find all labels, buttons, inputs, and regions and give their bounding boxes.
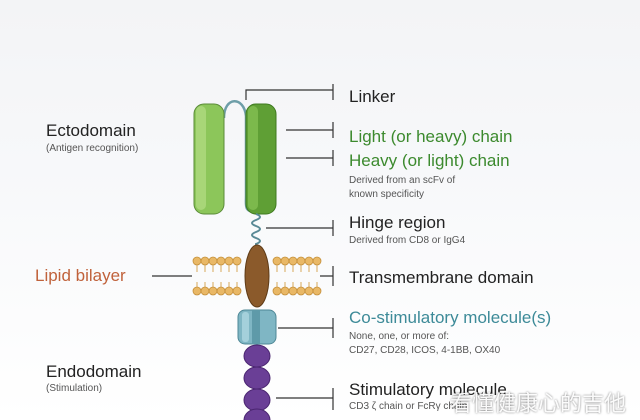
heavy-chain-note-line1: Derived from an scFv of — [349, 175, 456, 186]
endodomain-subtitle: (Stimulation) — [46, 383, 103, 394]
lipid-head — [288, 286, 298, 296]
lipid-head — [216, 256, 226, 266]
lipid-head — [288, 256, 298, 266]
light-chain-highlight — [196, 106, 206, 210]
hinge-connector — [266, 220, 334, 236]
transmembrane-label: Transmembrane domain — [349, 268, 534, 287]
lipid-head — [272, 256, 282, 266]
lipid-head — [232, 256, 242, 266]
lipid-head — [312, 286, 322, 296]
stim-note: CD3 ζ chain or FcRγ chain — [349, 401, 468, 412]
lipid-head — [224, 286, 234, 296]
stim-connector — [276, 388, 334, 410]
linker-connector — [245, 84, 334, 100]
costim-highlight — [242, 312, 249, 342]
hinge-label: Hinge region — [349, 213, 446, 232]
lipid-head — [192, 286, 202, 296]
costim-label: Co-stimulatory molecule(s) — [349, 308, 552, 327]
lipid-head — [304, 286, 314, 296]
lipid-head — [280, 256, 290, 266]
costim-connector — [278, 318, 334, 338]
linker-label: Linker — [349, 87, 396, 106]
lipid-head — [192, 256, 202, 266]
costimulatory-molecule — [237, 309, 277, 345]
costim-note-line1: None, one, or more of: — [349, 331, 450, 342]
lipid-head — [200, 256, 210, 266]
stim-bead — [243, 408, 271, 420]
lipid-head — [224, 256, 234, 266]
transmembrane-domain — [244, 244, 270, 308]
lipid-head — [208, 286, 218, 296]
stimulatory-molecule-chain — [243, 344, 271, 420]
heavy-chain-label: Heavy (or light) chain — [349, 151, 510, 170]
lipid-head — [296, 286, 306, 296]
label-connector-lines — [152, 84, 334, 410]
ectodomain-subtitle: (Antigen recognition) — [46, 143, 139, 154]
lipid-head — [232, 286, 242, 296]
stim-bead — [243, 366, 271, 390]
lipid-head — [280, 286, 290, 296]
lipid-head — [200, 286, 210, 296]
endodomain-title: Endodomain — [46, 362, 142, 381]
costim-note-line2: CD27, CD28, ICOS, 4-1BB, OX40 — [349, 345, 501, 356]
hinge-note: Derived from CD8 or IgG4 — [349, 235, 466, 246]
lipid-head — [272, 286, 282, 296]
lipid-head — [312, 256, 322, 266]
stim-label: Stimulatory molecule — [349, 380, 507, 399]
heavy-chain-note-line2: known specificity — [349, 189, 425, 200]
lipid-head — [304, 256, 314, 266]
costim-divider — [252, 310, 260, 344]
ectodomain-title: Ectodomain — [46, 121, 136, 140]
heavy-chain-connector — [286, 150, 334, 166]
lipid-head — [208, 256, 218, 266]
watermark-text: 看懂健康心的吉他 — [449, 392, 626, 417]
lipid-head — [216, 286, 226, 296]
lipid-head — [296, 256, 306, 266]
lipid-bilayer-label: Lipid bilayer — [35, 266, 126, 285]
light-chain-connector — [286, 122, 334, 138]
light-chain-label: Light (or heavy) chain — [349, 127, 513, 146]
lipid-bilayer — [192, 256, 322, 296]
hinge-spring — [251, 213, 261, 252]
stim-bead — [243, 388, 271, 412]
scfv-domains — [193, 103, 277, 215]
transmembrane-connector — [320, 266, 334, 286]
heavy-chain-highlight — [248, 106, 258, 210]
stim-bead — [243, 344, 271, 368]
